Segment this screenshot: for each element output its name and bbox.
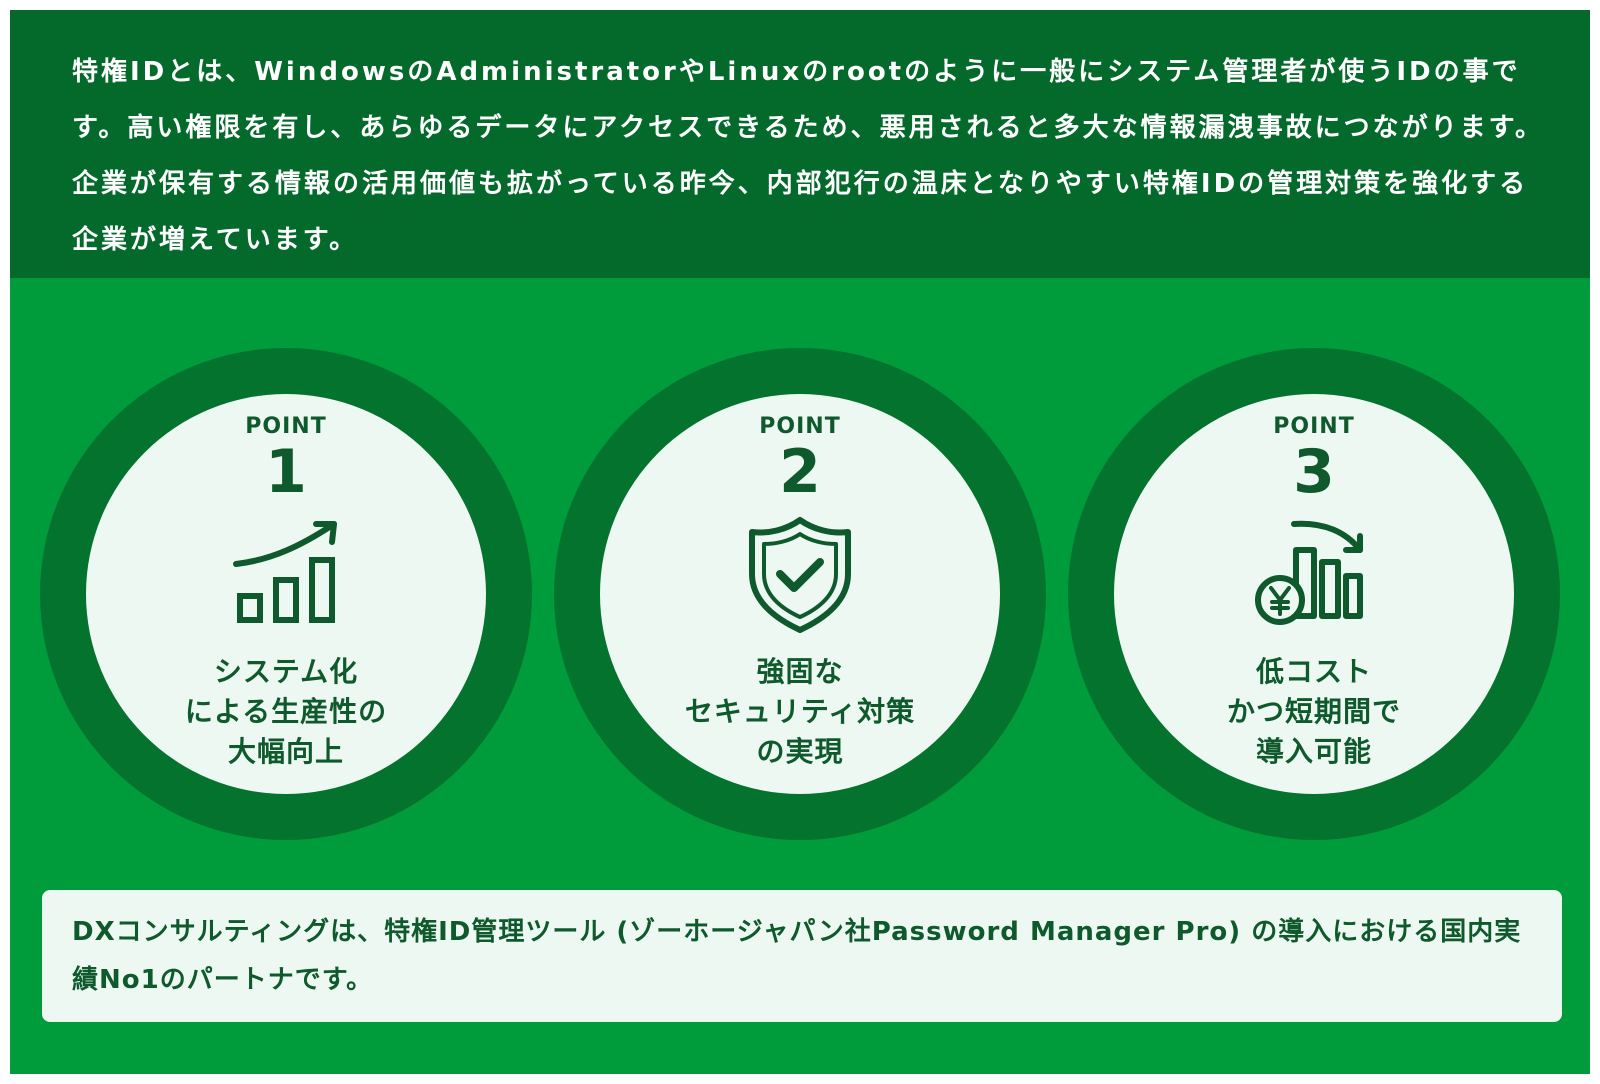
point-2-desc-line: 強固な [756, 655, 844, 688]
point-1-card: POINT 1 システム化 による生産性の 大幅向上 [40, 348, 532, 840]
point-2-desc-line: セキュリティ対策 [684, 695, 916, 728]
point-3-number: 3 [1293, 437, 1335, 507]
point-3-label: POINT [1273, 414, 1355, 439]
point-2-number: 2 [779, 437, 821, 507]
point-3-desc-line: かつ短期間で [1226, 695, 1401, 728]
point-1-number: 1 [265, 437, 307, 507]
intro-text: 特権IDとは、WindowsのAdministratorやLinuxのrootの… [72, 57, 1544, 255]
point-3-desc-line: 低コスト [1255, 655, 1372, 688]
point-1-desc-line: 大幅向上 [227, 735, 344, 768]
point-2-description: 強固な セキュリティ対策 の実現 [600, 652, 1000, 772]
point-1-desc-line: による生産性の [184, 695, 388, 728]
point-2-disc: POINT 2 強固な セキュリティ対策 の実現 [600, 394, 1000, 794]
points-section: POINT 1 システム化 による生産性の 大幅向上 [10, 278, 1590, 878]
point-3-card: POINT 3 低コスト かつ短期間で 導入 [1068, 348, 1560, 840]
point-1-disc: POINT 1 システム化 による生産性の 大幅向上 [86, 394, 486, 794]
partner-info-box: DXコンサルティングは、特権ID管理ツール (ゾーホージャパン社Password… [42, 890, 1562, 1022]
yen-cost-down-icon [1255, 520, 1363, 625]
point-3-desc-line: 導入可能 [1255, 735, 1372, 768]
intro-panel: 特権IDとは、WindowsのAdministratorやLinuxのrootの… [10, 10, 1590, 278]
point-3-description: 低コスト かつ短期間で 導入可能 [1114, 652, 1514, 772]
point-2-card: POINT 2 強固な セキュリティ対策 の実現 [554, 348, 1046, 840]
growth-chart-icon [233, 521, 337, 623]
point-2-desc-line: の実現 [756, 735, 844, 768]
infographic-frame: 特権IDとは、WindowsのAdministratorやLinuxのrootの… [10, 10, 1590, 1074]
shield-check-icon [749, 517, 851, 633]
point-2-label: POINT [759, 414, 841, 439]
point-1-desc-line: システム化 [213, 655, 359, 688]
point-3-disc: POINT 3 低コスト かつ短期間で 導入 [1114, 394, 1514, 794]
point-1-label: POINT [245, 414, 327, 439]
point-1-description: システム化 による生産性の 大幅向上 [86, 652, 486, 772]
partner-info-text: DXコンサルティングは、特権ID管理ツール (ゾーホージャパン社Password… [72, 917, 1522, 995]
